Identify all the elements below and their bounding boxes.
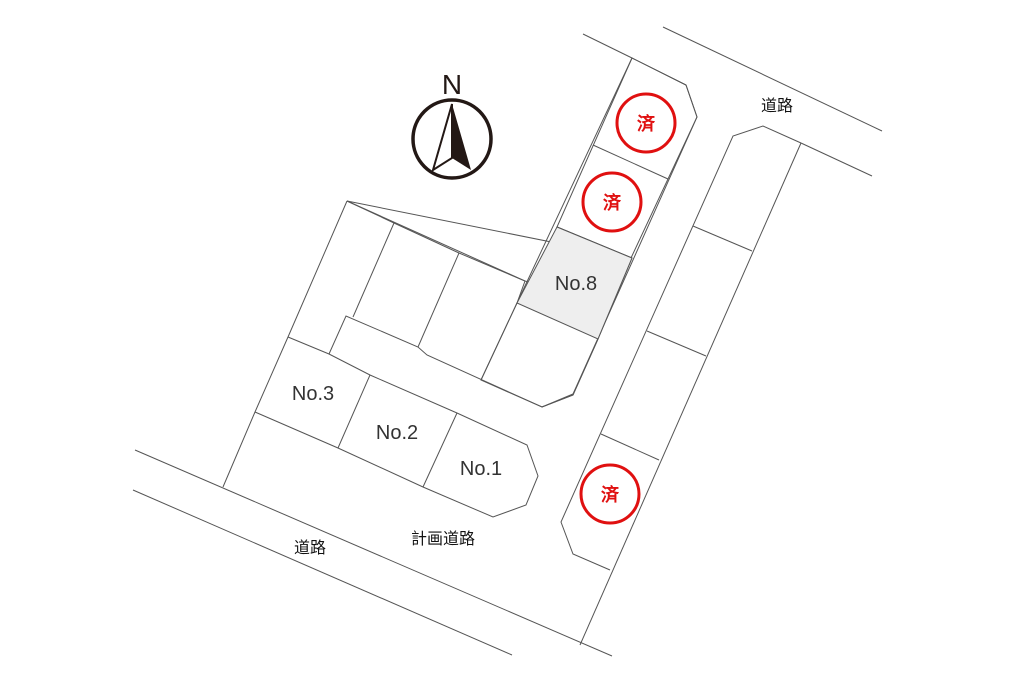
sold-stamp: 済 <box>581 171 643 233</box>
lot-label-no1[interactable]: No.1 <box>460 458 502 480</box>
sold-stamp-text: 済 <box>601 484 620 506</box>
sold-stamp: 済 <box>579 463 641 525</box>
road-lines <box>132 26 883 657</box>
lot-label-no2[interactable]: No.2 <box>376 422 418 444</box>
north-compass-icon: N <box>411 69 493 180</box>
lot-no8[interactable] <box>516 226 633 340</box>
road-label-northeast: 道路 <box>761 96 793 115</box>
sold-stamp: 済 <box>615 92 677 154</box>
block-south <box>254 336 539 518</box>
lot-label-no3[interactable]: No.3 <box>292 383 334 405</box>
planned-road-label: 計画道路 <box>411 529 475 548</box>
road-label-southwest: 道路 <box>294 538 326 557</box>
block-west <box>222 57 698 488</box>
sold-stamp-text: 済 <box>637 113 656 135</box>
block-east <box>560 125 802 646</box>
sold-stamp-text: 済 <box>603 192 622 214</box>
lot-label-no8[interactable]: No.8 <box>555 273 597 295</box>
compass-north-label: N <box>442 69 462 100</box>
